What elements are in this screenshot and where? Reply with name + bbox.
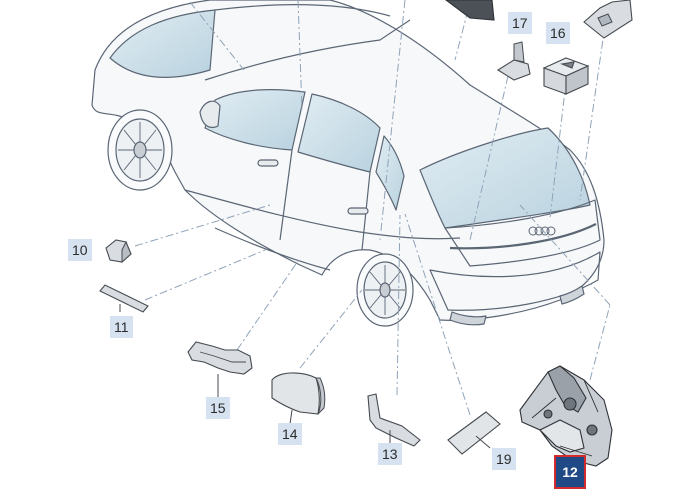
shoulder-line <box>184 189 461 240</box>
part-11-strip <box>99 284 149 313</box>
tailgate <box>444 199 601 267</box>
part-12-module <box>519 365 613 467</box>
quarter-window <box>375 135 405 211</box>
wheel-rear <box>356 253 414 327</box>
part-15-detail <box>199 351 246 363</box>
callout-11[interactable]: 11 <box>110 316 133 338</box>
part-19-leader <box>475 435 491 449</box>
callout-10[interactable]: 10 <box>68 239 92 261</box>
door-handle-rear <box>347 207 369 215</box>
part-10-face <box>121 240 132 264</box>
callout-19[interactable]: 19 <box>492 448 516 470</box>
door-handle-front <box>257 159 279 167</box>
part-13-bracket <box>367 393 421 447</box>
callout-17[interactable]: 17 <box>508 12 532 34</box>
leader-lines <box>134 0 611 416</box>
top-part-right-detail <box>597 13 613 27</box>
callout-14[interactable]: 14 <box>278 423 302 445</box>
callout-13[interactable]: 13 <box>378 443 402 465</box>
taillight-bar <box>449 223 597 250</box>
part-14-cover <box>271 372 320 415</box>
exhaust-left <box>449 311 487 326</box>
exhaust-right <box>559 285 585 305</box>
callout-15[interactable]: 15 <box>206 397 230 419</box>
door-line-1 <box>279 149 293 241</box>
top-part-dark-pad <box>445 0 495 21</box>
brand-logo <box>528 226 556 236</box>
part-16-box <box>542 57 590 95</box>
roof-rail <box>214 3 391 17</box>
wheel-front <box>107 109 173 191</box>
car-body <box>91 0 605 326</box>
rear-window-glass <box>419 127 591 229</box>
part-19-panel <box>447 411 501 455</box>
part-14-edge <box>315 377 326 415</box>
side-mirror <box>199 100 221 129</box>
callout-12-selected[interactable]: 12 <box>554 455 586 489</box>
part-17-clip <box>496 59 531 81</box>
callout-16[interactable]: 16 <box>546 22 570 44</box>
part-14-leader <box>289 409 293 425</box>
part-17-tab <box>513 41 525 63</box>
roof-line <box>204 19 411 81</box>
rear-bumper <box>429 251 601 311</box>
sill-line <box>214 227 331 271</box>
